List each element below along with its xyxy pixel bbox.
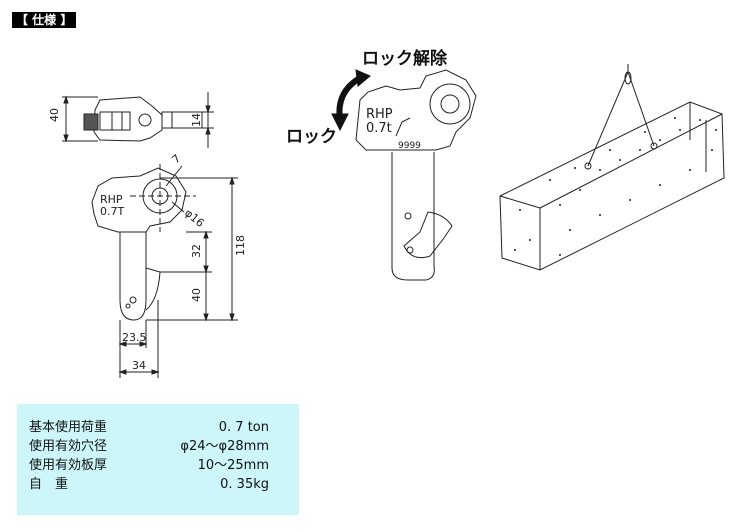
section-label: 【 仕様 】 bbox=[12, 12, 77, 28]
body-mark-1: RHP bbox=[100, 193, 123, 206]
dim-32: 32 bbox=[190, 244, 203, 258]
spec-label: 基本使用荷重 bbox=[29, 420, 108, 435]
lock-release-label: ロック解除 bbox=[362, 49, 447, 69]
clamp-serial: 9999 bbox=[398, 141, 421, 151]
dim-23-5: 23.5 bbox=[122, 331, 147, 344]
spec-label: 使用有効板厚 bbox=[29, 458, 108, 473]
spec-table: 基本使用荷重 0. 7 ton 使用有効穴径 φ24～φ28mm 使用有効板厚 … bbox=[17, 404, 299, 515]
beam-texture bbox=[514, 117, 717, 256]
dim-34: 34 bbox=[132, 359, 146, 372]
dim-7: 7 bbox=[170, 152, 184, 166]
lock-label: ロック bbox=[286, 127, 337, 147]
clamp-mark-2: 0.7t bbox=[366, 121, 392, 136]
front-view bbox=[91, 164, 238, 378]
top-view bbox=[62, 92, 214, 148]
dim-40-side: 40 bbox=[190, 288, 203, 302]
spec-label: 使用有効穴径 bbox=[29, 439, 108, 454]
clamp-mark-1: RHP bbox=[366, 107, 393, 122]
spec-value: 0. 35kg bbox=[220, 477, 269, 492]
clamp-illustration bbox=[355, 69, 477, 281]
dim-118: 118 bbox=[234, 235, 247, 256]
dim-14: 14 bbox=[190, 113, 203, 127]
spec-value: φ24～φ28mm bbox=[180, 439, 269, 454]
spec-label: 自 重 bbox=[29, 477, 69, 492]
spec-value: 0. 7 ton bbox=[218, 420, 269, 435]
body-mark-2: 0.7T bbox=[100, 205, 124, 218]
spec-value: 10～25mm bbox=[197, 458, 269, 473]
beam-illustration bbox=[499, 64, 725, 271]
dim-40-top: 40 bbox=[48, 108, 61, 122]
dim-phi16: φ16 bbox=[182, 206, 207, 230]
